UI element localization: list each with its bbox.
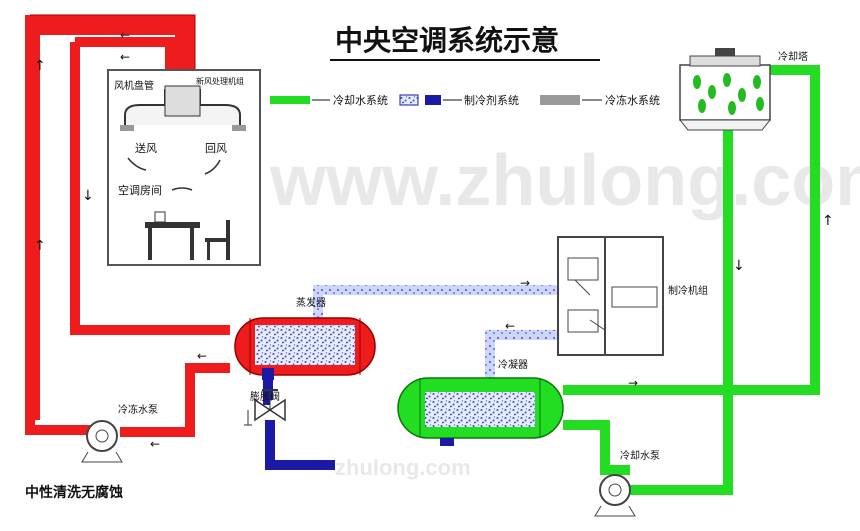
legend-swatch-refrigerant-light <box>399 94 419 106</box>
expansion-valve: 膨胀阀 <box>244 389 286 426</box>
legend-swatch-refrigerant <box>425 95 441 105</box>
fan-coil-label: 风机盘管 <box>114 79 154 92</box>
bottom-left-note: 中性清洗无腐蚀 <box>25 484 123 501</box>
legend-label-chilled-water: 冷冻水系统 <box>605 93 660 107</box>
flow-arrow-8: → <box>520 276 530 290</box>
fan-coil-unit <box>164 85 201 117</box>
chiller-unit-label: 制冷机组 <box>668 284 708 297</box>
supply-air-label: 送风 <box>135 141 157 155</box>
flow-arrow-12: ↑ <box>822 213 834 229</box>
chilled-water-pump: 冷冻水泵 <box>81 403 158 463</box>
chair <box>205 238 230 242</box>
legend-swatch-chilled-water <box>540 95 580 105</box>
cooling-water-pump-label: 冷却水泵 <box>620 449 660 462</box>
watermark-small: zhulong.com <box>335 455 471 480</box>
legend-label-refrigerant: 制冷剂系统 <box>464 93 519 107</box>
evaporator: 蒸发器 <box>234 296 376 380</box>
flow-arrow-2: ← <box>120 50 130 64</box>
flow-arrow-10: → <box>628 376 638 390</box>
flow-arrow-3: ↑ <box>34 58 46 74</box>
expansion-valve-label: 膨胀阀 <box>250 390 280 403</box>
flow-arrow-6: ← <box>150 437 160 451</box>
flow-arrow-4: ↑ <box>34 238 46 254</box>
desk <box>145 222 200 228</box>
evaporator-label: 蒸发器 <box>296 296 326 309</box>
return-air-label: 回风 <box>205 142 227 155</box>
page-title: 中央空调系统示意 <box>335 24 559 57</box>
cooling-water-pump: 冷却水泵 <box>594 449 660 517</box>
legend: 冷却水系统 制冷剂系统 冷冻水系统 <box>270 93 660 107</box>
watermark-main: www.zhulong.com <box>269 141 860 221</box>
ac-room-box: 风机盘管 新风处理机组 送风 回风 空调房间 <box>107 69 261 266</box>
cooling-tower-label: 冷却塔 <box>778 50 808 63</box>
legend-swatch-cooling-water <box>270 96 310 104</box>
flow-arrow-1: ← <box>120 28 130 42</box>
flow-arrow-11: ↓ <box>733 258 745 274</box>
cooling-tower: 冷却塔 <box>678 48 808 131</box>
chiller-unit: 制冷机组 <box>557 236 708 356</box>
flow-arrow-9: ← <box>505 319 515 333</box>
ac-room-label: 空调房间 <box>118 183 162 197</box>
flow-arrow-7: ← <box>197 349 207 363</box>
condenser: 冷凝器 <box>397 358 564 446</box>
legend-label-cooling-water: 冷却水系统 <box>333 94 388 107</box>
flow-arrow-5: ↓ <box>82 188 94 204</box>
fresh-air-unit-label: 新风处理机组 <box>196 76 244 86</box>
cooling-water-loop <box>563 65 820 495</box>
condenser-label: 冷凝器 <box>498 358 528 371</box>
chilled-water-pump-label: 冷冻水泵 <box>118 403 158 416</box>
